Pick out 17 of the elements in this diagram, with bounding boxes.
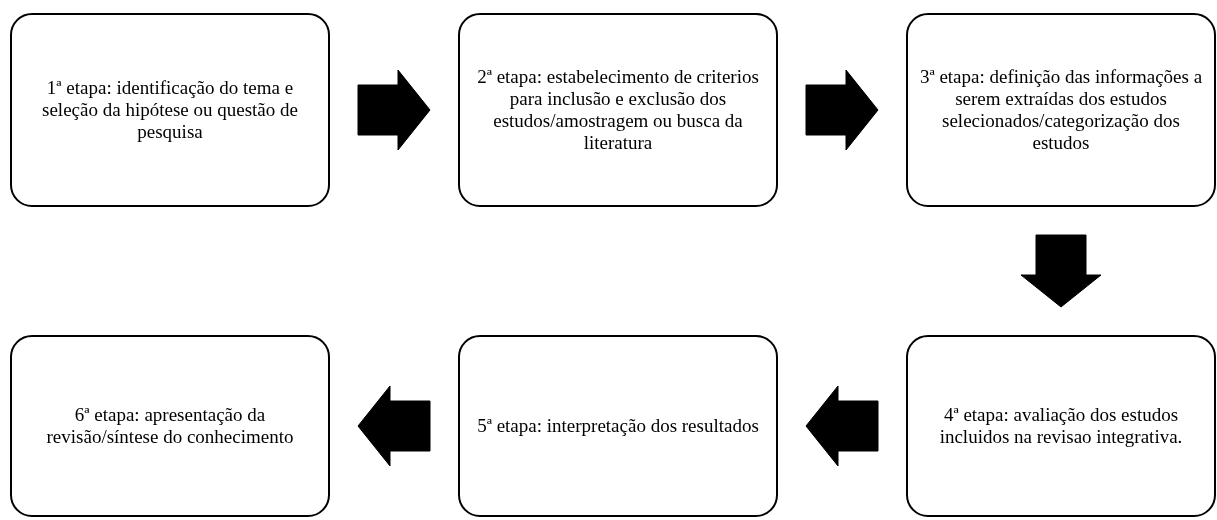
step-box	[458, 13, 778, 207]
step-text: 2ª etapa: estabelecimento de criterios para inclusão e exclusão dos estudos/amostragem ou busca da literatura	[476, 66, 760, 154]
step-text: 6ª etapa: apresentação da revisão/síntese do conhecimento	[45, 404, 295, 448]
step-text: 3ª etapa: definição das informações a serem extraídas dos estudos selecionados/categorização dos estudos	[918, 66, 1204, 154]
step-text: 4ª etapa: avaliação dos estudos incluidos na revisao integrativa.	[938, 404, 1184, 448]
block-arrow	[1020, 234, 1102, 308]
step-box	[10, 13, 330, 207]
block-arrow	[357, 69, 431, 151]
block-arrow	[357, 385, 431, 467]
step-text: 1ª etapa: identificação do tema e seleção da hipótese ou questão de pesquisa	[41, 77, 299, 143]
step-text: 5ª etapa: interpretação dos resultados	[477, 415, 759, 437]
block-arrow	[805, 69, 879, 151]
step-box	[906, 335, 1216, 517]
step-box	[458, 335, 778, 517]
block-arrow	[805, 385, 879, 467]
step-box	[10, 335, 330, 517]
step-box	[906, 13, 1216, 207]
